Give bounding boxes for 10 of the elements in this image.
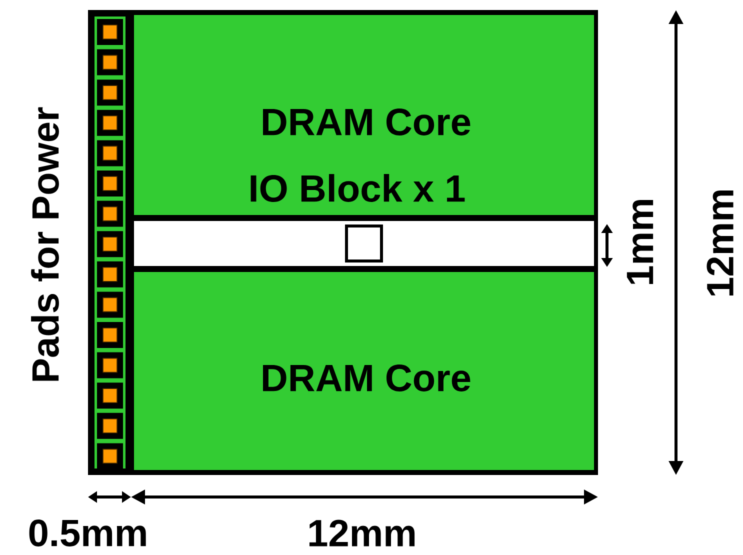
io-band [134,221,594,266]
pad-column: Pads for Power [31,14,128,472]
block-label: IO Block x 1 [250,174,465,202]
core-block: DRAM Core [134,272,594,470]
dimension-label: 1mm [626,200,654,284]
node-label: Pads for Power [31,107,59,381]
dimension-label: 12mm [309,520,415,546]
io-square [345,224,383,262]
dimension-label: 12mm [706,190,734,296]
dimension-label: 0.5mm [29,520,146,546]
